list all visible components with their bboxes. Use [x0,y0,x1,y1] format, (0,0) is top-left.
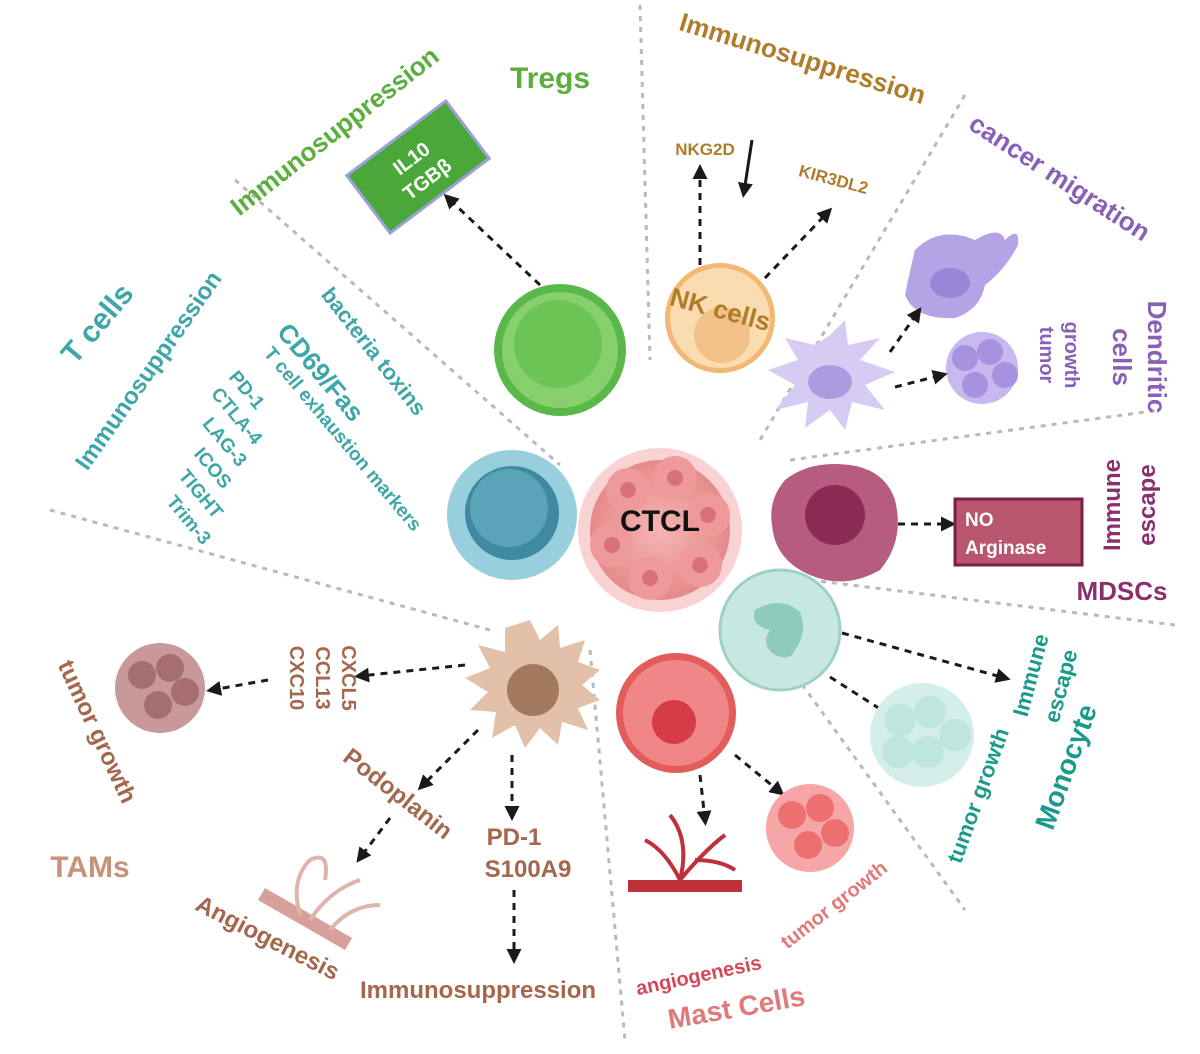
tam-cell [465,620,600,748]
mast-sector: angiogenesis tumor growth Mast Cells [616,653,892,1035]
nk-arrow-kir3dl2 [763,207,833,280]
tams-arrow-tumor [206,678,269,696]
tams-blood-vessel [258,855,381,950]
mdsc-effect-escape: escape [1134,464,1161,545]
nk-downregulation-arrow [737,139,754,198]
monocyte-tumor-cluster [870,683,974,787]
mast-blood-vessel [628,813,742,892]
tams-title: TAMs [50,851,129,884]
tams-s100a9: S100A9 [485,856,572,883]
mdsc-cell [771,464,898,582]
tams-podoplanin: Podoplanin [338,743,458,845]
tams-sector: CXCL5 CCL13 CXC10 tumor growth TAMs Podo… [50,620,600,1004]
mdsc-title: MDSCs [1076,576,1167,606]
dendritic-sector: cancer migration Dendritic cells tumor g… [768,108,1172,430]
migrating-cancer-cell [905,232,1019,319]
t-cell [447,450,577,580]
nk-marker-nkg2d: NKG2D [675,140,735,159]
nk-effect: Immunosuppression [676,7,929,110]
dendritic-tumor-cluster [946,332,1018,404]
nk-marker-kir3dl2: KIR3DL2 [797,161,870,198]
mast-cell [616,653,736,773]
mast-tumor-cluster [766,784,854,872]
tams-markers-line3: CXC10 [285,646,307,710]
tams-markers-line2: CCL13 [311,646,333,709]
monocyte-cell [718,568,842,692]
mdsc-effect-immune: Immune [1099,459,1126,551]
tams-tumor-cluster [115,643,205,733]
tcells-title: T cells [55,278,140,371]
nk-cell [665,263,775,373]
dendritic-effect-tumor: tumor [1035,327,1057,384]
tams-immunosuppression: Immunosuppression [360,977,596,1004]
tcells-marker-list: PD-1 CTLA-4 LAG-3 ICOS TIGHT Trim-3 [162,367,269,549]
mdsc-box-line1: NO [965,510,994,531]
mast-arrow-tumor [734,753,785,796]
monocyte-arrow-escape [841,631,1011,683]
mast-arrow-angio [696,774,712,826]
dendritic-title-line1: Dendritic [1142,301,1172,414]
center-label: CTCL [620,505,700,538]
dendritic-cell [768,320,895,430]
mdsc-box: NO Arginase [953,497,1084,567]
dendritic-arrow-migration [888,307,922,353]
mast-effect-tumor: tumor growth [777,857,892,954]
dendritic-arrow-tumor [894,369,948,389]
tams-arrow-podoplanin [417,728,480,791]
tcells-sector: T cells Immunosuppression bacteria toxin… [55,266,577,580]
mdsc-sector: NO Arginase Immune escape MDSCs [771,459,1168,606]
nk-sector: Immunosuppression NKG2D KIR3DL2 NK cells [665,7,929,373]
tams-pd1: PD-1 [487,824,542,851]
ctcl-tumor: CTCL [578,448,742,612]
mdsc-box-line2: Arginase [965,538,1046,559]
dendritic-title-line2: cells [1107,328,1137,386]
tregs-title: Tregs [510,62,590,95]
tams-markers-line1: CXCL5 [337,645,359,711]
tams-arrow-markers [354,663,466,683]
tams-arrow-angio [356,817,392,863]
treg-cell [494,284,626,416]
dendritic-effect-migration: cancer migration [964,108,1156,247]
tregs-arrow [443,193,542,287]
tregs-cytokine-box: IL10 TGBβ [344,98,492,236]
dendritic-effect-growth: growth [1060,322,1082,389]
